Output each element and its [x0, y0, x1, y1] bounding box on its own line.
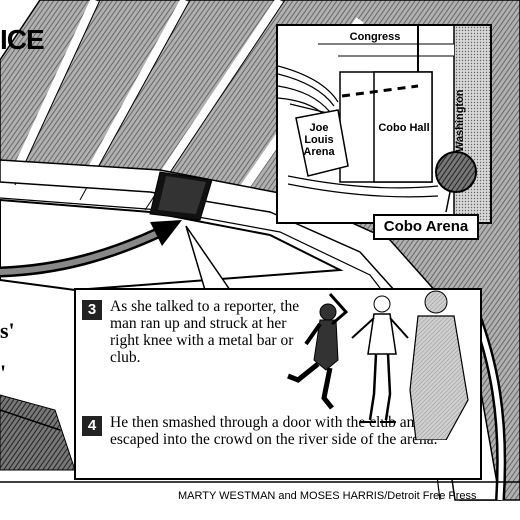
attacker-figure [287, 293, 349, 410]
cutoff-fragment-1: s' [0, 318, 15, 343]
skater-figure [351, 295, 409, 423]
credit-line: MARTY WESTMAN and MOSES HARRIS/Detroit F… [178, 490, 477, 502]
credit-outlet: Detroit Free Press [387, 490, 477, 502]
step-3-number: 3 [82, 300, 102, 320]
credit-names: MARTY WESTMAN and MOSES HARRIS [178, 490, 385, 502]
figures-illustration [287, 290, 469, 440]
building-label-joe-louis-arena: Joe Louis Arena [303, 122, 335, 158]
street-label-congress: Congress [349, 31, 401, 43]
cutoff-fragment-2: ' [0, 360, 7, 385]
street-label-washington: Washington [454, 89, 466, 153]
bystander-figure [409, 290, 469, 440]
step-4-text: He then smashed through a door with the … [110, 414, 438, 448]
headline: ICE [0, 24, 45, 55]
step-3-text: As she talked to a reporter, the man ran… [110, 298, 300, 366]
inset-map: Congress Washington Joe Louis Arena Cobo… [276, 24, 492, 224]
credit-separator: / [384, 490, 388, 502]
step-callout-box: 3 As she talked to a reporter, the man r… [74, 288, 482, 480]
inset-map-drawing [278, 26, 490, 222]
step-4-number: 4 [82, 416, 102, 436]
building-label-cobo-hall: Cobo Hall [378, 122, 430, 134]
cobo-arena-label: Cobo Arena [373, 214, 479, 240]
